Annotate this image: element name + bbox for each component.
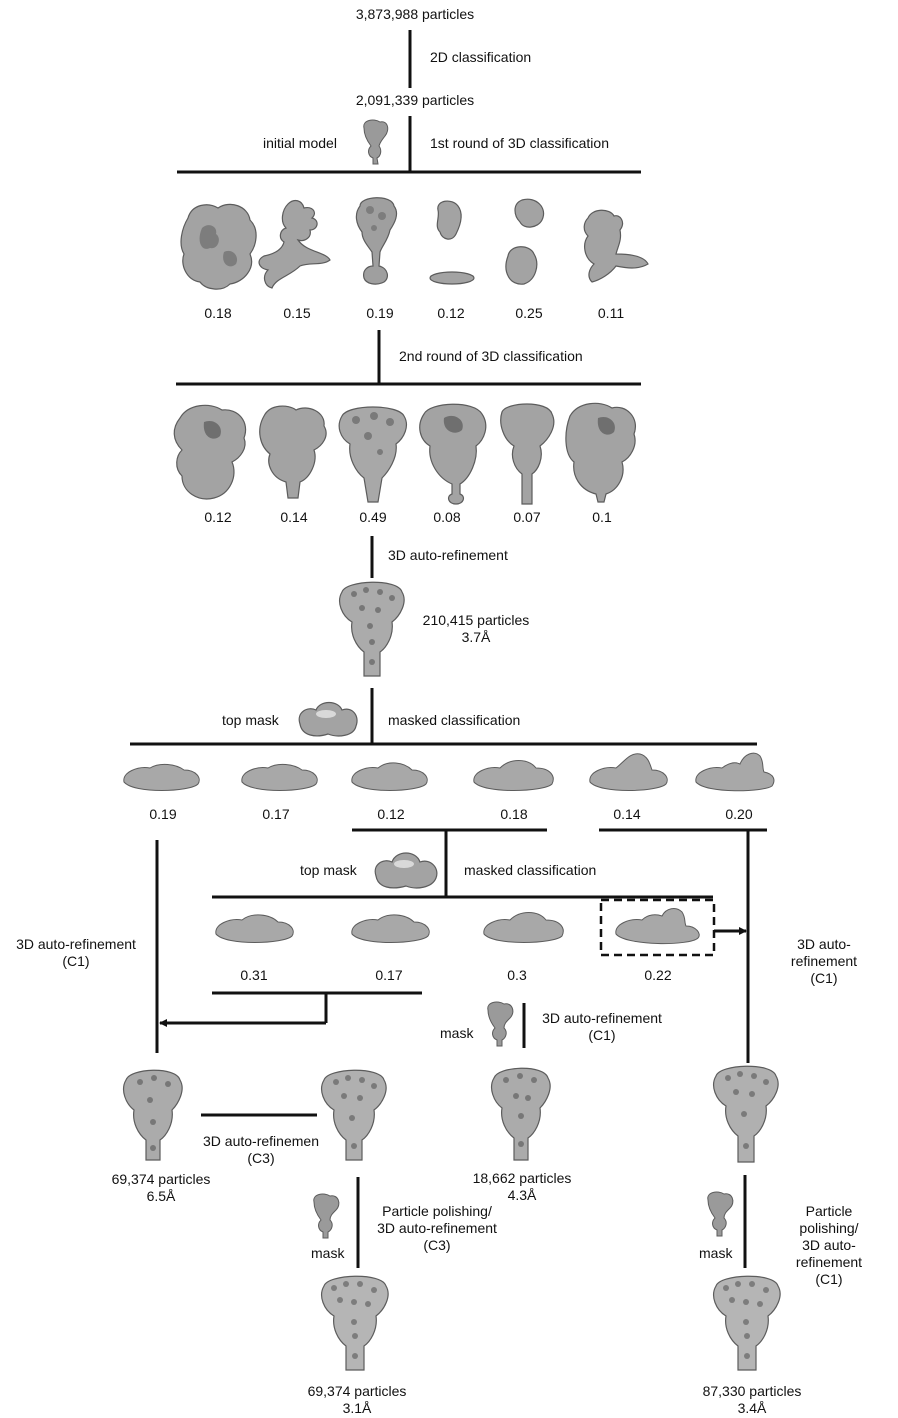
c1-polish-label: Particle polishing/ 3D auto-refinement (… [795, 1203, 863, 1287]
masked1-class-2-map [241, 763, 318, 791]
round1-class-5-map [505, 198, 545, 285]
c3-final-particles: 69,374 particles [307, 1383, 407, 1399]
round2-value-4: 0.08 [433, 509, 461, 525]
masked1-class-1-map [123, 763, 200, 791]
round1-value-1: 0.18 [204, 305, 232, 321]
right-refined-map [713, 1065, 779, 1163]
mid-branch-particles: 18,662 particles [472, 1170, 572, 1186]
refine1-label: 3D auto-refinement [388, 547, 508, 563]
round1-value-6: 0.11 [597, 305, 625, 321]
particles-start-label: 3,873,988 particles [355, 6, 475, 22]
round1-value-4: 0.12 [437, 305, 465, 321]
highlight-box [599, 898, 716, 957]
round2-class-2-map [259, 405, 327, 499]
masked2-value-2: 0.17 [375, 967, 403, 983]
round1-class-6-map [583, 209, 649, 283]
particles-after-2d-label: 2,091,339 particles [355, 92, 475, 108]
round1-class-2-map [258, 199, 331, 289]
mid-branch-label: 3D auto-refinement (C1) [542, 1010, 662, 1043]
left-branch-resolution: 6.5Å [146, 1188, 176, 1204]
mid-branch-resolution: 4.3Å [507, 1187, 537, 1203]
c3-final-resolution: 3.1Å [342, 1400, 372, 1416]
round2-class-1-map [173, 404, 247, 500]
round1-class-3-map [355, 197, 398, 285]
c3-branch-label: 3D auto-refinemen (C3) [203, 1133, 319, 1166]
masked1-value-1: 0.19 [149, 806, 177, 822]
masked2-label: masked classification [464, 862, 597, 878]
round2-class-3-map [338, 406, 408, 503]
round2-class-4-map [419, 403, 487, 505]
masked2-class-4-map [615, 908, 700, 945]
masked1-class-4-map [473, 760, 554, 791]
c3-refined-map [321, 1069, 387, 1161]
left-branch-label: 3D auto-refinement (C1) [16, 936, 136, 969]
round2-label: 2nd round of 3D classification [399, 348, 583, 364]
left-refined-map [122, 1069, 183, 1161]
round1-class-1-map [180, 203, 257, 290]
round2-value-2: 0.14 [280, 509, 308, 525]
masked1-value-6: 0.20 [725, 806, 753, 822]
mid-refined-map [490, 1067, 551, 1161]
masked2-class-1-map [215, 914, 294, 943]
top-mask-1-label: top mask [222, 712, 279, 728]
c1-mask-map [707, 1191, 734, 1237]
round2-class-6-map [565, 402, 636, 503]
initial-model-map [363, 119, 389, 165]
masked1-value-3: 0.12 [377, 806, 405, 822]
top-mask-1-map [298, 701, 358, 737]
masked1-class-6-map [695, 752, 775, 792]
c1-final-resolution: 3.4Å [737, 1400, 767, 1416]
refine1-resolution: 3.7Å [461, 629, 491, 645]
round1-class-4-map [429, 200, 475, 285]
refine1-particles: 210,415 particles [422, 612, 530, 628]
left-branch-particles: 69,374 particles [111, 1171, 211, 1187]
masked2-class-2-map [351, 914, 430, 943]
masked1-class-5-map [589, 753, 668, 791]
round2-class-5-map [500, 403, 555, 505]
c1-final-particles: 87,330 particles [702, 1383, 802, 1399]
masked1-label: masked classification [388, 712, 521, 728]
round1-label: 1st round of 3D classification [430, 135, 609, 151]
round2-value-5: 0.07 [513, 509, 541, 525]
round1-value-2: 0.15 [283, 305, 311, 321]
masked1-value-4: 0.18 [500, 806, 528, 822]
refined-map-3-7 [339, 581, 405, 677]
c1-mask-label: mask [699, 1245, 733, 1261]
c3-final-map [321, 1275, 389, 1371]
round1-value-3: 0.19 [366, 305, 394, 321]
masked2-value-3: 0.3 [507, 967, 527, 983]
round2-value-3: 0.49 [359, 509, 387, 525]
c3-mask-map [313, 1193, 340, 1239]
round1-value-5: 0.25 [515, 305, 543, 321]
masked2-value-4: 0.22 [644, 967, 672, 983]
right-branch-label: 3D auto-refinement (C1) [790, 936, 858, 986]
masked2-value-1: 0.31 [240, 967, 268, 983]
round2-value-6: 0.1 [592, 509, 612, 525]
mid-mask-label: mask [440, 1025, 474, 1041]
top-mask-2-label: top mask [300, 862, 357, 878]
c1-final-map [713, 1275, 781, 1371]
c3-mask-label: mask [311, 1245, 345, 1261]
mid-mask-map [487, 1001, 514, 1047]
step-2d-label: 2D classification [430, 49, 532, 65]
masked1-class-3-map [351, 762, 428, 791]
masked1-value-2: 0.17 [262, 806, 290, 822]
initial-model-label: initial model [263, 135, 337, 151]
round2-value-1: 0.12 [204, 509, 232, 525]
masked1-value-5: 0.14 [613, 806, 641, 822]
masked2-class-3-map [483, 912, 564, 943]
top-mask-2-map [374, 852, 438, 889]
c3-polish-label: Particle polishing/ 3D auto-refinement (… [377, 1203, 497, 1253]
